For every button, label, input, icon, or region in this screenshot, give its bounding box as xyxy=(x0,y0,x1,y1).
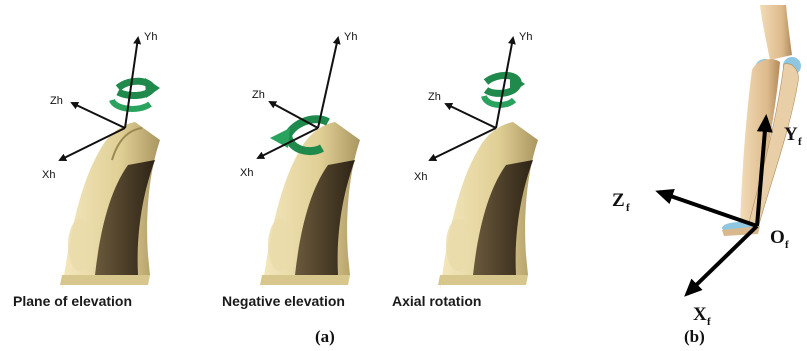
svg-text:f: f xyxy=(785,239,789,251)
rotation-arrow xyxy=(112,78,160,109)
z-axis-line xyxy=(446,104,496,128)
y-axis-label: Yh xyxy=(144,31,157,43)
y-axis-label: Y f xyxy=(784,124,802,148)
x-axis-label: Xh xyxy=(414,171,427,183)
svg-text:f: f xyxy=(798,136,802,148)
panel-b-label: (b) xyxy=(684,327,705,346)
panel-a: Yh Zh Xh Plane of elevation Yh Zh Xh Ne xyxy=(13,31,538,346)
x-axis-label: Xh xyxy=(240,167,253,179)
arm-illustration xyxy=(260,122,360,290)
origin-label: O f xyxy=(770,227,789,251)
x-axis-label: Xh xyxy=(42,169,55,181)
forearm-illustration xyxy=(722,5,801,236)
svg-text:X: X xyxy=(693,304,707,325)
svg-text:Z: Z xyxy=(612,190,625,211)
svg-text:f: f xyxy=(707,316,711,328)
view-plane-of-elevation: Yh Zh Xh Plane of elevation xyxy=(13,31,160,309)
arm-illustration xyxy=(438,122,538,290)
z-axis-label: Zh xyxy=(252,89,265,101)
view-axial-rotation: Yh Zh Xh Axial rotation xyxy=(392,31,538,309)
svg-text:Y: Y xyxy=(784,124,798,145)
y-axis-label: Yh xyxy=(519,31,532,43)
view-negative-elevation: Yh Zh Xh Negative elevation xyxy=(222,31,360,309)
caption-axial-rotation: Axial rotation xyxy=(392,293,481,309)
x-axis-label: X f xyxy=(693,304,711,328)
caption-plane-of-elevation: Plane of elevation xyxy=(13,293,132,309)
z-axis-label: Zh xyxy=(50,95,63,107)
svg-text:f: f xyxy=(626,202,630,214)
y-axis-label: Yh xyxy=(344,31,357,43)
svg-text:O: O xyxy=(770,227,785,248)
caption-negative-elevation: Negative elevation xyxy=(222,293,345,309)
panel-a-label: (a) xyxy=(315,327,335,346)
panel-b: Y f Z f X f O f (b) xyxy=(612,5,802,346)
arm-illustration xyxy=(60,122,160,290)
y-axis-line xyxy=(318,38,338,128)
x-axis-line xyxy=(687,226,757,294)
z-axis-label: Zh xyxy=(428,91,441,103)
z-axis-label: Z f xyxy=(612,190,630,214)
